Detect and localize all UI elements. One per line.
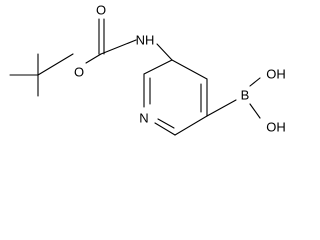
hydroxyl-bottom-label: OH <box>266 120 286 135</box>
hydroxyl-top-label: OH <box>266 67 286 82</box>
ring-bond-c5-c6 <box>154 122 176 136</box>
bond-boron-to-oh-top <box>249 77 261 87</box>
ring-bond-c2-c3 <box>171 59 208 80</box>
bond-amine-to-ring <box>156 43 173 61</box>
carbonyl-oxygen-label: O <box>96 3 106 18</box>
bond-ring-to-boron <box>206 99 237 117</box>
amine-label: NH <box>136 33 155 48</box>
boron-label: B <box>241 88 250 103</box>
ester-oxygen-label: O <box>74 65 84 80</box>
ring-bond-c4-c5 <box>174 115 208 136</box>
ring-nitrogen-label: N <box>139 111 148 126</box>
bond-carbonyl-to-amine <box>100 39 137 55</box>
chemical-structure-diagram: O O NH N B OH OH <box>9 3 286 136</box>
tert-butyl-group <box>9 53 74 97</box>
bond-tbu-to-ester-oxygen <box>37 53 74 76</box>
bond-boron-to-oh-bottom <box>249 103 261 119</box>
ring-bond-c2-n1-joint <box>143 59 173 75</box>
bond-ester-oxygen-to-carbonyl <box>85 53 102 64</box>
ring-bond-c5-c6-inner <box>157 118 175 129</box>
carbamate-group: O O NH <box>74 3 173 80</box>
boronic-acid-group: B OH OH <box>206 67 286 135</box>
pyridine-ring: N <box>139 59 208 136</box>
